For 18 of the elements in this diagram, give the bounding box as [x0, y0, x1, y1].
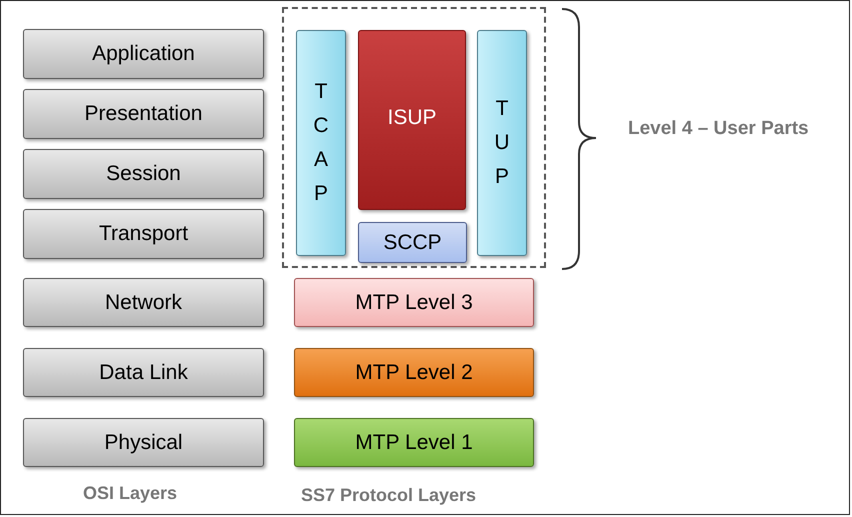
protocol-bar: T U P	[477, 30, 527, 256]
column-caption: SS7 Protocol Layers	[301, 485, 476, 506]
layer-box: Application	[23, 29, 264, 79]
dashed-group-box	[282, 7, 546, 268]
layer-box: MTP Level 2	[294, 348, 534, 397]
group-label: Level 4 – User Parts	[628, 118, 809, 140]
protocol-box: SCCP	[358, 222, 467, 263]
layer-box: Network	[23, 278, 264, 327]
layer-box: Presentation	[23, 89, 264, 139]
layer-box: Transport	[23, 209, 264, 259]
layer-box: MTP Level 1	[294, 418, 534, 467]
layer-box: Session	[23, 149, 264, 199]
layer-box: MTP Level 3	[294, 278, 534, 327]
layer-box: Physical	[23, 418, 264, 467]
protocol-block: ISUP	[358, 30, 466, 210]
column-caption: OSI Layers	[83, 483, 178, 504]
protocol-bar: T C A P	[296, 30, 346, 256]
layer-box: Data Link	[23, 348, 264, 397]
